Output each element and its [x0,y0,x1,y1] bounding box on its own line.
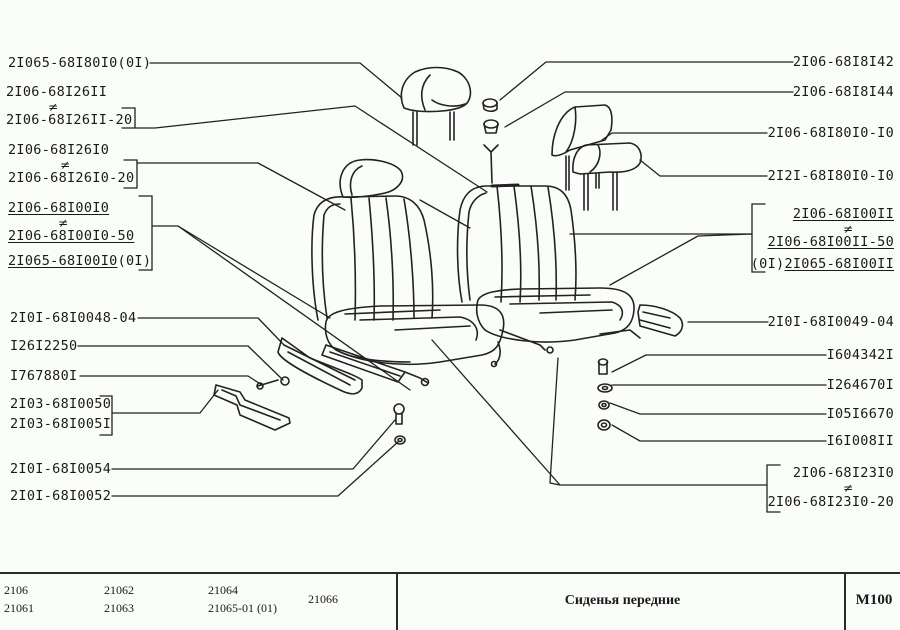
title-block: 2106 21061 21062 21063 21064 21065-01 (0… [0,572,900,630]
not-interchangeable-icon: ≠ [58,216,69,230]
part-label: 2I0I-68I0048-04 [10,310,137,326]
leader-R3 [602,133,767,140]
part-number: 2I065-68I00II [784,256,894,272]
leader-L5 [138,318,284,345]
divider [844,574,846,630]
part-label: 2I065-68I80I0(0I) [8,55,152,71]
left-seat-cushion [325,305,503,364]
part-label: (0I)2I065-68I00II [751,256,894,272]
leader-R2 [505,92,793,127]
part-label: 2I03-68I005I [10,416,112,432]
left-seat-backrest [312,196,433,320]
part-label: 2I06-68I23I0 [792,465,894,481]
fasteners-left [394,404,405,444]
not-interchangeable-icon: ≠ [843,222,854,236]
part-label: 2I2I-68I80I0-I0 [767,168,894,184]
page-code: M100 [855,592,893,608]
part-label: 2I06-68I8I44 [792,84,894,100]
leader-L2 [135,106,487,192]
headrest-right-loose-1 [552,105,612,190]
part-label: 2I06-68I26II-20 [6,112,133,128]
left-seat-headrest [340,160,402,198]
model-column: 21064 21065-01 (01) [208,581,277,617]
model-number: 21063 [104,601,134,615]
part-label: 2I0I-68I0052 [10,488,112,504]
part-label: 2I06-68I00I0 [8,200,110,216]
not-interchangeable-icon: ≠ [843,481,854,495]
variant-prefix: (0I) [750,256,785,272]
leader-R4 [640,160,767,176]
leader-L10 [112,442,398,496]
variant-suffix: (0I) [117,253,152,269]
part-label: 2I06-68I26I0 [8,142,110,158]
model-number: 2106 [4,583,28,597]
part-label: 2I06-68I00II [792,206,894,222]
left-seat [312,160,504,386]
clip [281,377,289,385]
part-label: 2I065-68I00I0(0I) [8,253,151,269]
model-column: 2106 21061 [4,581,34,617]
model-number: 21065-01 (01) [208,601,277,615]
side-trim-right [638,305,682,336]
leader-R10 [612,425,826,441]
page-title: Сиденья передние [564,593,681,608]
part-label: I604342I [826,347,894,363]
side-trim-left [278,338,362,394]
headrest-left-loose [401,68,470,146]
model-number: 21061 [4,601,34,615]
leader-R7 [612,355,826,372]
part-label: I05I6670 [826,406,894,422]
leader-L9 [112,420,395,469]
headrest-guides [483,99,498,183]
part-label: 2I0I-68I0049-04 [767,314,894,330]
model-column: 21062 21063 [104,581,134,617]
part-label: 2I06-68I00II-50 [767,234,894,250]
leader-R9 [610,403,826,414]
right-seat-cushion [477,288,634,342]
not-interchangeable-icon: ≠ [48,100,59,114]
part-label: 2I0I-68I0054 [10,461,112,477]
part-label: 2I06-68I23I0-20 [767,494,894,510]
not-interchangeable-icon: ≠ [60,158,71,172]
model-number: 21066 [308,592,338,606]
leader-R1 [500,62,793,100]
parts-drawing [0,0,900,572]
part-label: 2I06-68I26I0-20 [8,170,135,186]
part-label: 2I03-68I0050 [10,396,112,412]
left-seat-rail [322,345,405,382]
model-number: 21064 [208,583,238,597]
part-label: I767880I [10,368,78,384]
leader-L1 [150,63,402,98]
model-number: 21062 [104,583,134,597]
headrest-right-loose-2 [573,143,641,210]
model-column: 21066 [308,590,338,608]
divider [396,574,398,630]
part-label: I6I008II [826,433,894,449]
leader-lines [78,62,826,512]
part-label: I264670I [826,377,894,393]
part-label: I26I2250 [10,338,78,354]
part-label: 2I06-68I80I0-I0 [767,125,894,141]
leader-L6 [78,346,283,380]
right-seat [458,185,640,353]
part-label: 2I06-68I00I0-50 [8,228,135,244]
part-label: 2I06-68I8I42 [792,54,894,70]
armrest-bracket [214,385,290,430]
part-number: 2I065-68I00I0 [8,253,118,269]
part-label: 2I06-68I26II [6,84,108,100]
leader-L7 [80,376,262,385]
screw [257,380,278,389]
fasteners-right [598,359,612,430]
